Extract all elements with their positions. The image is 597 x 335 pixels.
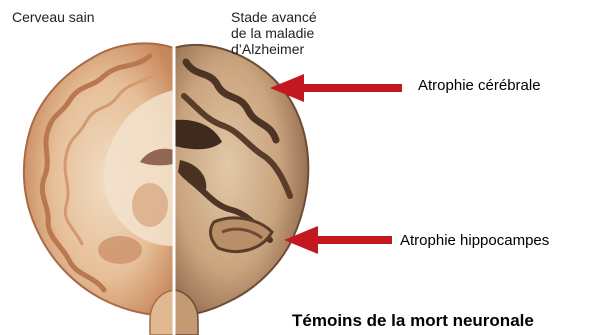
advanced-stage-line-1: Stade avancé (231, 9, 317, 25)
healthy-hemisphere (24, 43, 174, 335)
healthy-brain-label: Cerveau sain (12, 9, 95, 25)
advanced-stage-line-3: d’Alzheimer (231, 41, 317, 57)
advanced-stage-label: Stade avancé de la maladie d’Alzheimer (231, 9, 317, 57)
arrow-hippocampal-atrophy (284, 226, 392, 254)
figure-caption: Témoins de la mort neuronale (292, 311, 534, 331)
advanced-stage-line-2: de la maladie (231, 25, 317, 41)
cerebral-atrophy-label: Atrophie cérébrale (418, 77, 541, 95)
hippocampal-atrophy-label: Atrophie hippocampes (400, 232, 549, 250)
